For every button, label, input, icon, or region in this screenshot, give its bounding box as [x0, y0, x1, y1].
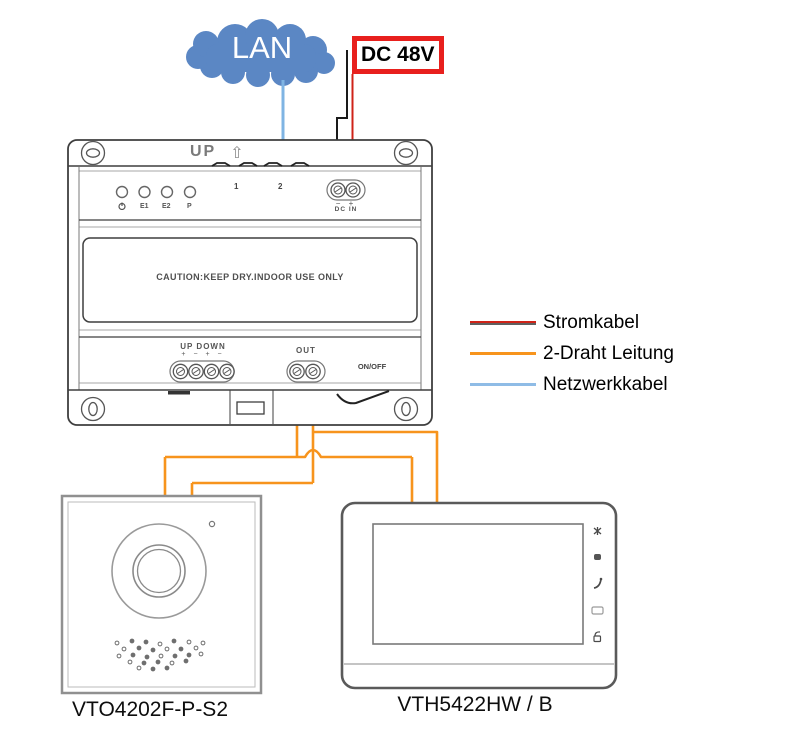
vth-talk-icon [594, 554, 601, 560]
vto-speaker-holes [114, 638, 206, 672]
onoff-lever [336, 390, 390, 405]
dip-label: UP DOWN [180, 342, 226, 351]
out-terminals [286, 360, 326, 383]
legend-label-network: Netzwerkkabel [543, 373, 668, 395]
vth-call-icon [593, 577, 603, 589]
psu-outline [67, 139, 433, 426]
led-label-e2: E2 [162, 203, 171, 210]
legend-label-power: Stromkabel [543, 311, 640, 333]
psu-status-leds [115, 185, 197, 199]
led-label-e1: E1 [140, 203, 149, 210]
up-arrow-icon: ⇧ [230, 145, 246, 162]
dc-in-label: DC IN [334, 206, 358, 213]
lan-label: LAN [231, 30, 293, 65]
dc-48v-box: DC 48V [352, 36, 444, 74]
up-label: UP [190, 143, 217, 160]
vto-outline [60, 494, 263, 695]
legend-item-network: Netzwerkkabel [470, 369, 674, 400]
dc-polarity-marking: − + [335, 199, 357, 208]
dip-symbols: + − + − [181, 351, 225, 358]
vth-monitor-icon [591, 606, 604, 615]
dip-terminals [169, 360, 235, 383]
door-station-model-label: VTO4202F-P-S2 [71, 698, 228, 721]
legend-item-two-wire: 2-Draht Leitung [470, 338, 674, 369]
led-label-p: P [187, 203, 192, 210]
port-notches [211, 162, 310, 167]
power-led-icon [118, 202, 126, 210]
lan-cloud-icon [186, 19, 335, 87]
port-2-label: 2 [278, 182, 283, 191]
psu-mounting-holes [80, 140, 419, 422]
vth-menu-icon [593, 527, 602, 535]
port-1-label: 1 [234, 182, 239, 191]
caution-text: CAUTION:KEEP DRY.INDOOR USE ONLY [156, 272, 344, 282]
psu-up-marking: UP ⇧ [190, 143, 246, 163]
two-wire-swatch [470, 352, 536, 355]
dc-48v-label: DC 48V [361, 43, 435, 66]
legend-item-power: Stromkabel [470, 307, 674, 338]
network-cable-swatch [470, 383, 536, 386]
onoff-label: ON/OFF [357, 362, 387, 371]
out-label: OUT [296, 346, 316, 355]
vto-camera-ring [111, 520, 216, 619]
vth-unlock-icon [593, 631, 602, 643]
vth-outline [340, 501, 618, 690]
dc-in-terminals [326, 179, 366, 201]
vth-screen [372, 523, 584, 645]
cable-legend: Stromkabel 2-Draht Leitung Netzwerkkabel [470, 307, 674, 400]
indoor-monitor-model-label: VTH5422HW / B [397, 693, 553, 716]
power-cable-swatch [470, 320, 536, 325]
legend-label-two-wire: 2-Draht Leitung [543, 342, 674, 364]
